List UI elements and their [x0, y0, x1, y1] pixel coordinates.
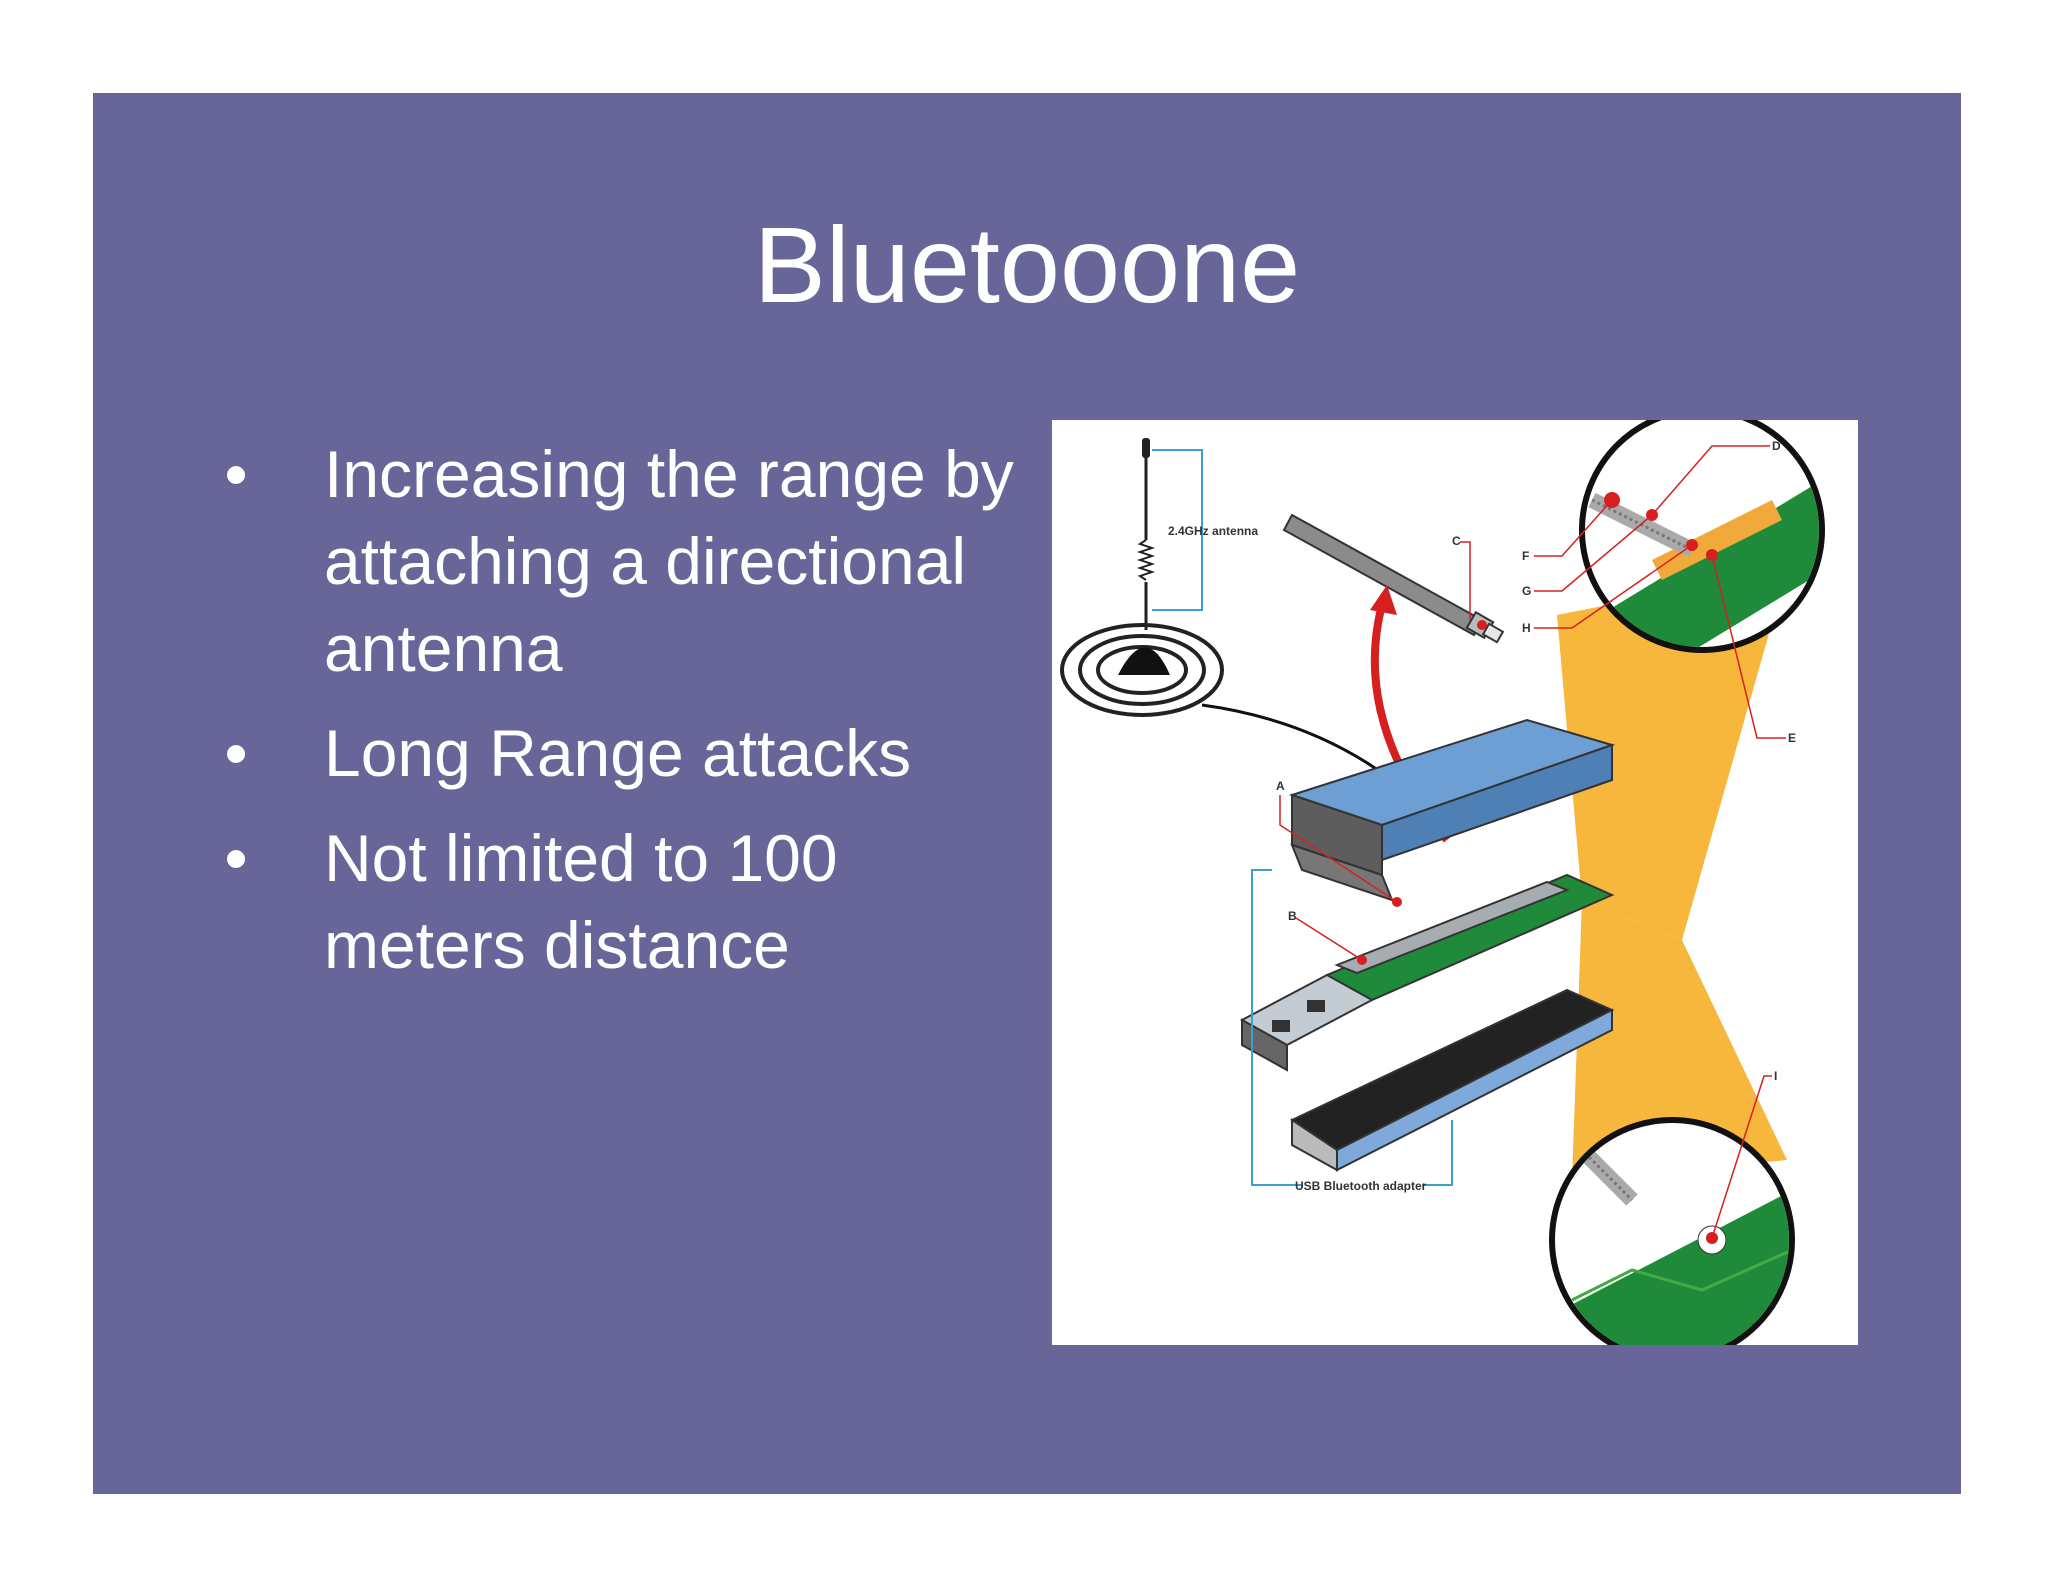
bullet-item: • Increasing the range by attaching a di… [156, 431, 1021, 692]
bullet-list: • Increasing the range by attaching a di… [201, 431, 1021, 1007]
directional-antenna-icon [1282, 513, 1505, 644]
label-h: H [1522, 621, 1531, 635]
adapter-bracket [1251, 869, 1302, 1186]
magnify-beam-upper [1557, 570, 1787, 940]
bullet-dot-icon: • [224, 821, 248, 895]
label-c: C [1452, 534, 1461, 548]
magnified-bottom-detail-icon [1549, 1117, 1795, 1345]
label-d: D [1772, 439, 1781, 453]
label-i: I [1774, 1069, 1777, 1083]
magnify-beam-lower [1572, 900, 1787, 1180]
adapter-pcb-icon [1239, 873, 1615, 1072]
external-antenna-icon: 2.4GHz antenna [1060, 438, 1393, 782]
adapter-top-cover-icon [1288, 718, 1616, 907]
usb-antenna-diagram: 2.4GHz antenna [1052, 420, 1858, 1345]
bullet-dot-icon: • [224, 437, 248, 511]
label-b: B [1288, 909, 1297, 923]
part-labels: A B C D E F G H I [1276, 439, 1796, 1239]
slide-title: Bluetooone [753, 204, 1301, 325]
label-g: G [1522, 584, 1531, 598]
bullet-dot-icon: • [224, 716, 248, 790]
bullet-text: Not limited to 100 meters distance [324, 821, 838, 982]
bullet-item: • Not limited to 100 meters distance [156, 815, 1021, 989]
adapter-bottom-case-icon [1289, 988, 1615, 1172]
bullet-item: • Long Range attacks [156, 710, 1021, 797]
label-f: F [1522, 549, 1529, 563]
usb-adapter-label: USB Bluetooth adapter [1295, 1179, 1427, 1193]
antenna-label: 2.4GHz antenna [1168, 524, 1258, 538]
label-e: E [1788, 731, 1796, 745]
adapter-bracket-right [1422, 1120, 1453, 1186]
slide: Bluetooone • Increasing the range by att… [93, 93, 1961, 1494]
bullet-text: Increasing the range by attaching a dire… [324, 437, 1014, 685]
bullet-text: Long Range attacks [324, 716, 912, 790]
label-a: A [1276, 779, 1285, 793]
diagram-illustration: 2.4GHz antenna [1060, 420, 1825, 1345]
